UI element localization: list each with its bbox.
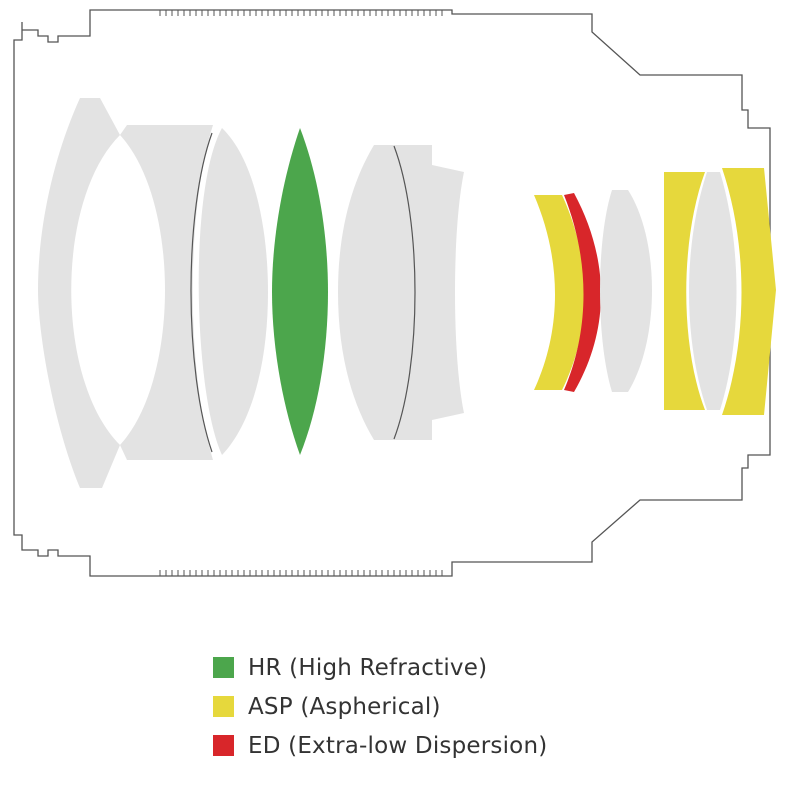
lens-element-9 (600, 190, 652, 392)
lens-element-3 (198, 128, 268, 455)
knurl-ticks-top (159, 10, 443, 16)
lens-element-2 (120, 125, 213, 460)
lens-interface-5-6 (393, 145, 416, 440)
knurl-ticks-bottom (159, 570, 443, 576)
legend-item-ed: ED (Extra-low Dispersion) (213, 726, 547, 765)
legend-item-hr: HR (High Refractive) (213, 648, 547, 687)
legend: HR (High Refractive) ASP (Aspherical) ED… (213, 648, 547, 765)
lens-element-11 (689, 172, 737, 410)
lens-housing-outline (13, 9, 771, 577)
ed-swatch (213, 735, 234, 756)
hr-swatch (213, 657, 234, 678)
lens-element-12 (722, 168, 776, 415)
lens-element-5 (338, 145, 415, 440)
legend-item-asp: ASP (Aspherical) (213, 687, 547, 726)
legend-label-asp: ASP (Aspherical) (248, 693, 441, 720)
lens-element-8 (564, 193, 601, 392)
legend-label-hr: HR (High Refractive) (248, 654, 488, 681)
lens-element-1 (38, 98, 120, 488)
lens-element-10 (664, 172, 705, 410)
lens-element-7 (534, 195, 585, 390)
lens-interface-2-3 (190, 132, 213, 453)
lens-element-4 (272, 128, 328, 455)
lens-element-6 (394, 145, 464, 440)
legend-label-ed: ED (Extra-low Dispersion) (248, 732, 548, 759)
asp-swatch (213, 696, 234, 717)
